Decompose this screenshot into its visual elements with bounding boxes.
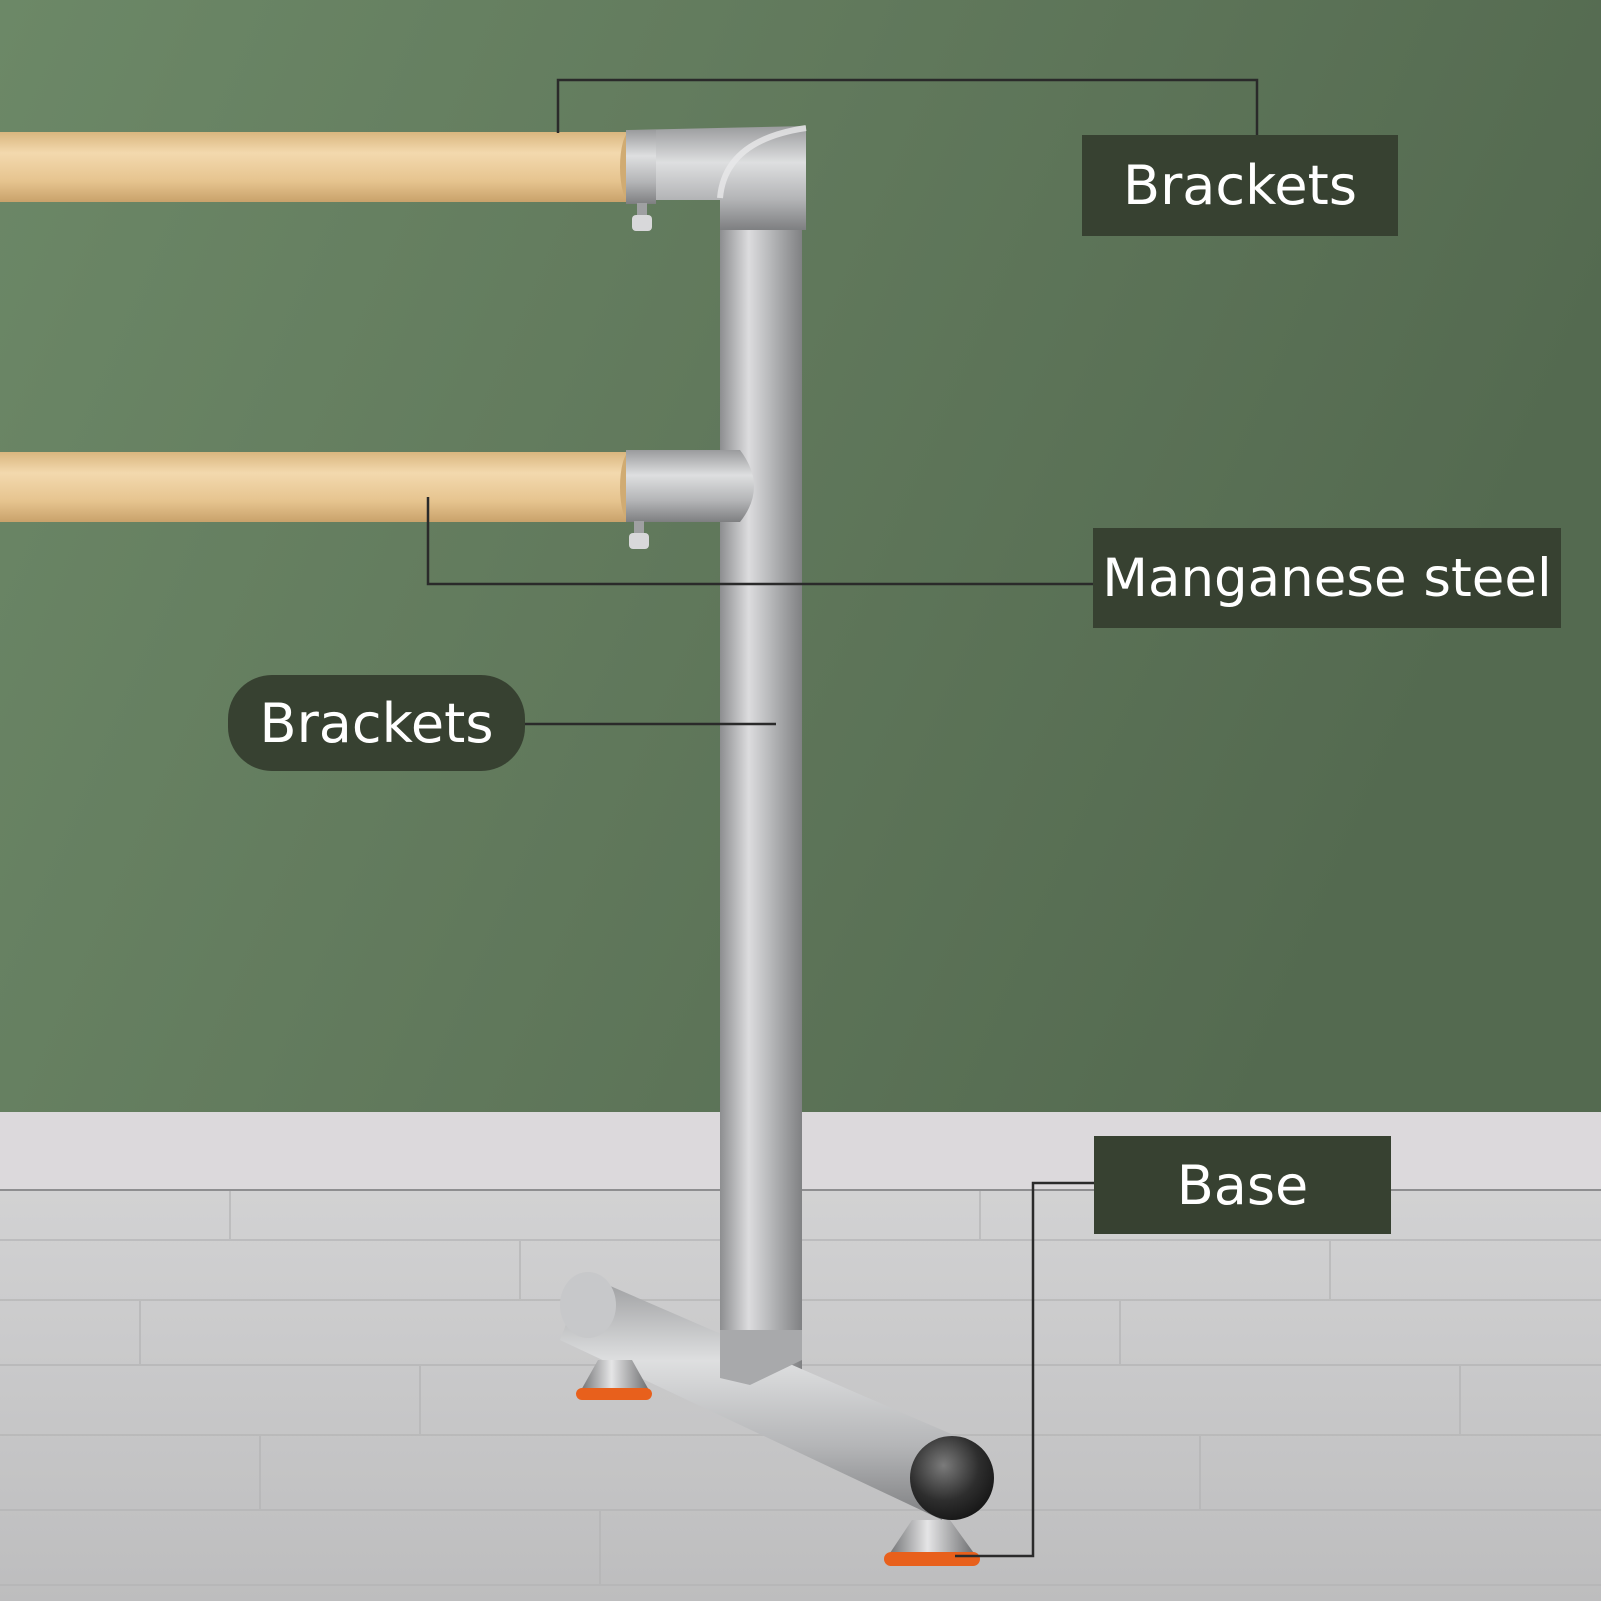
- callout-manganese-steel-text: Manganese steel: [1102, 547, 1552, 609]
- leader-lines: [426, 78, 1259, 1558]
- callout-brackets-mid: Brackets: [228, 675, 525, 771]
- leader-line-manganese-steel: [426, 497, 1093, 586]
- middle-bar-collar: [626, 450, 754, 522]
- callout-brackets-top: Brackets: [1082, 135, 1398, 236]
- leveling-foot-front: [884, 1520, 980, 1566]
- leveling-foot-rear: [576, 1360, 652, 1400]
- middle-wooden-barre: [0, 452, 640, 522]
- top-wooden-barre: [0, 132, 640, 202]
- upright-post: [720, 185, 802, 1375]
- leader-line-brackets-top: [556, 78, 1259, 135]
- callout-brackets-mid-text: Brackets: [259, 691, 494, 755]
- top-elbow-joint: [628, 126, 806, 230]
- base-end-cap: [910, 1436, 994, 1520]
- callout-base: Base: [1094, 1136, 1391, 1234]
- callout-base-text: Base: [1176, 1153, 1309, 1217]
- base-tube: [560, 1272, 994, 1520]
- top-bar-screw: [632, 203, 652, 231]
- callout-manganese-steel: Manganese steel: [1093, 528, 1561, 628]
- top-bar-collar: [626, 130, 656, 204]
- callout-brackets-top-text: Brackets: [1123, 154, 1357, 217]
- leader-line-base: [955, 1181, 1094, 1558]
- middle-bar-screw: [629, 521, 649, 549]
